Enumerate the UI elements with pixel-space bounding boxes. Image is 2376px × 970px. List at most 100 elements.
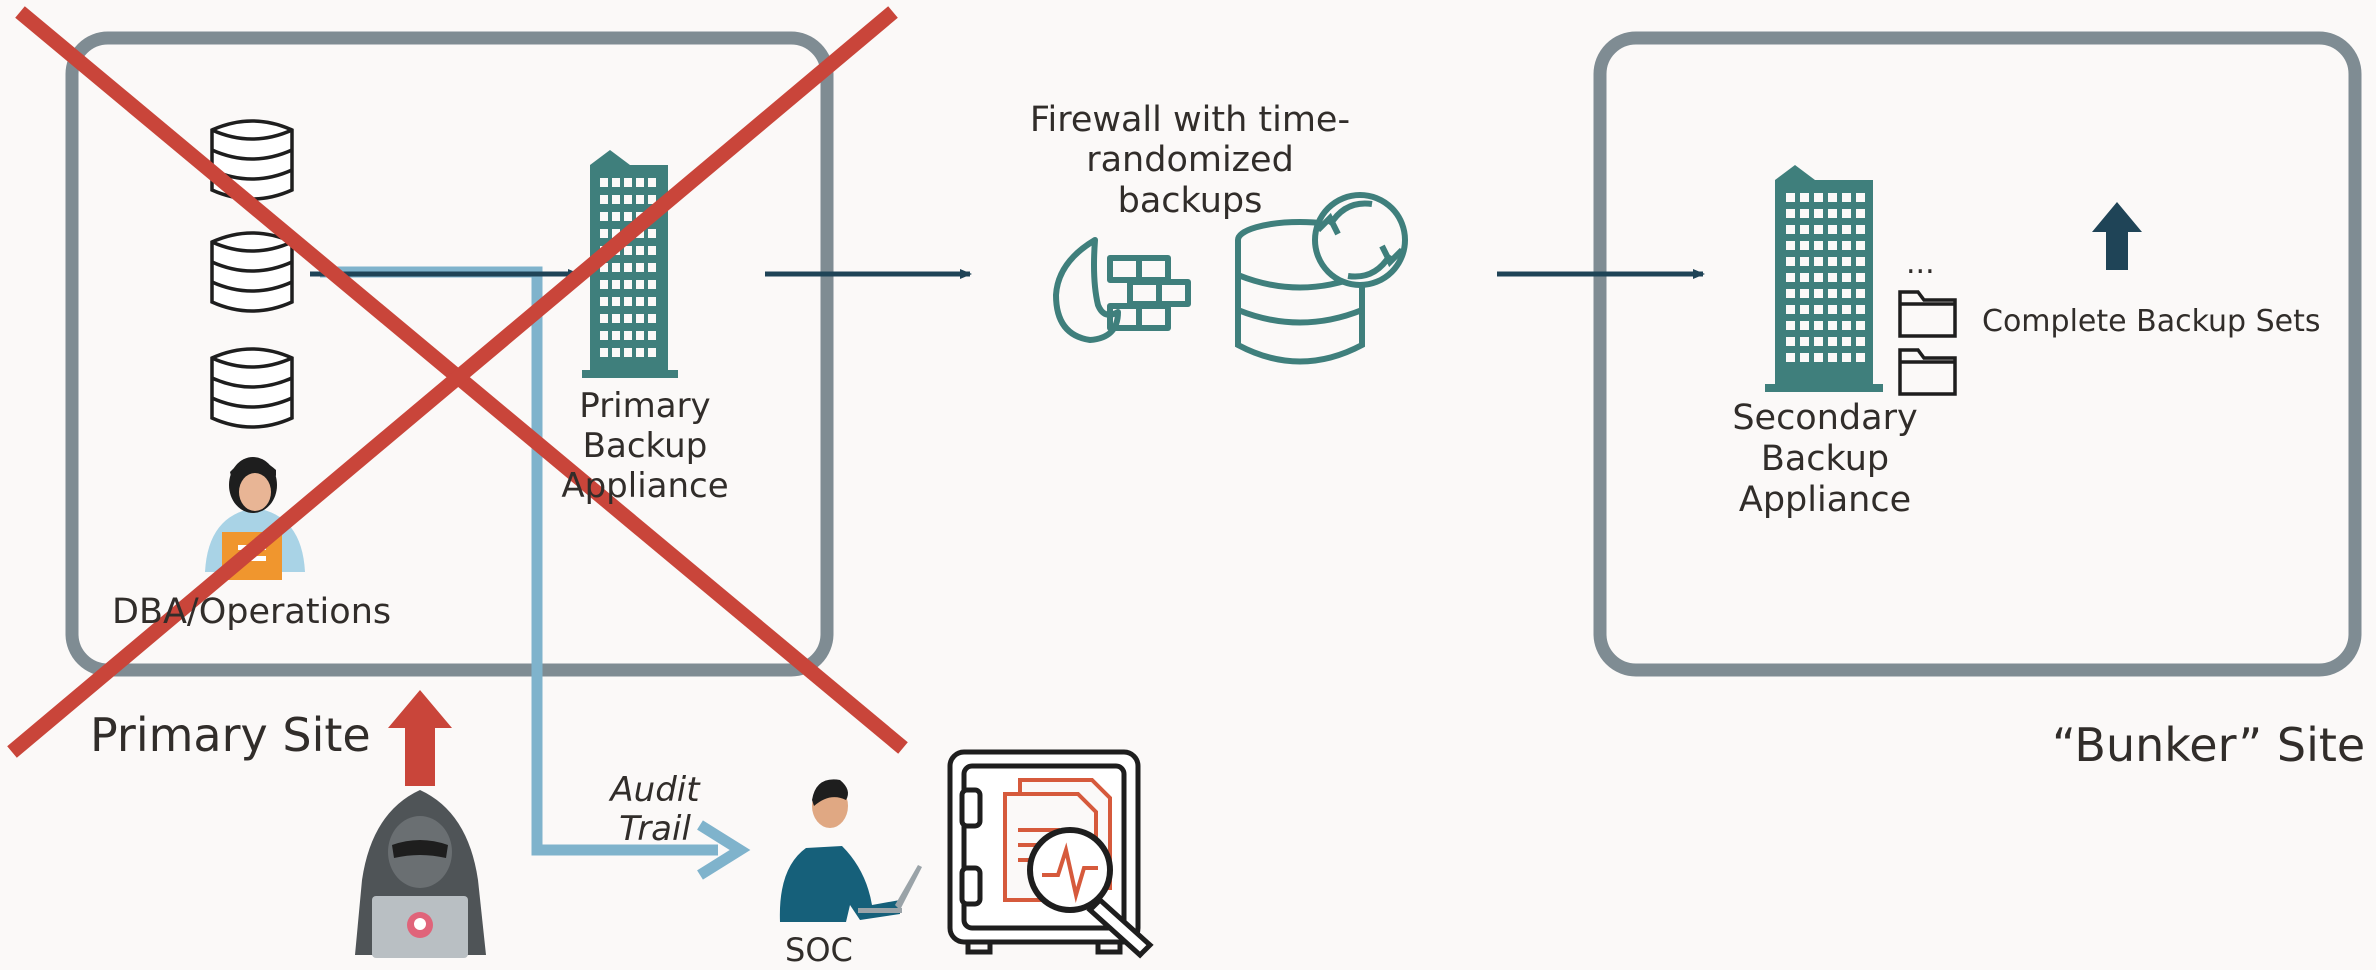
building-window: [1828, 353, 1837, 362]
building-window: [1800, 193, 1809, 202]
building-window: [1856, 225, 1865, 234]
building-window: [1842, 289, 1851, 298]
building-window: [1856, 257, 1865, 266]
building-window: [624, 314, 632, 323]
building-window: [612, 331, 620, 340]
building-window: [1828, 337, 1837, 346]
building-window: [1786, 353, 1795, 362]
firewall-label-line: Firewall with time-: [1029, 100, 1351, 140]
building-window: [636, 348, 644, 357]
primary-appliance-line: Appliance: [561, 466, 729, 507]
primary-appliance-label: Primary Backup Appliance: [540, 386, 750, 506]
building-window: [1786, 209, 1795, 218]
building-window: [1856, 193, 1865, 202]
building-window: [1800, 225, 1809, 234]
primary-appliance-line: Backup: [582, 426, 708, 467]
building-window: [1856, 273, 1865, 282]
building-window: [600, 263, 608, 272]
building-window: [612, 212, 620, 221]
building-window: [624, 331, 632, 340]
building-window: [1828, 193, 1837, 202]
building-window: [612, 297, 620, 306]
building-window: [1800, 241, 1809, 250]
soc-label: SOC: [785, 931, 853, 969]
building-window: [648, 280, 656, 289]
building-window: [1814, 353, 1823, 362]
up-arrow-icon: [388, 690, 452, 786]
building-window: [1814, 209, 1823, 218]
building-window: [624, 348, 632, 357]
building-window: [1800, 353, 1809, 362]
building-window: [1800, 305, 1809, 314]
building-window: [648, 331, 656, 340]
building-window: [1800, 257, 1809, 266]
building-window: [1814, 321, 1823, 330]
building-window: [1786, 321, 1795, 330]
database-icon: [210, 347, 294, 429]
building-window: [1786, 257, 1795, 266]
building-window: [600, 195, 608, 204]
building-window: [1786, 193, 1795, 202]
building-window: [600, 331, 608, 340]
building-window: [636, 280, 644, 289]
building-window: [600, 280, 608, 289]
building-window: [624, 195, 632, 204]
building-window: [612, 314, 620, 323]
building-window: [600, 229, 608, 238]
building-window: [636, 178, 644, 187]
audit-trail-line: Trail: [619, 809, 691, 850]
building-window: [1800, 273, 1809, 282]
soc-analyst-icon: [779, 779, 922, 922]
building-window: [624, 178, 632, 187]
building-window: [636, 246, 644, 255]
building-window: [624, 263, 632, 272]
building-window: [612, 229, 620, 238]
building-window: [1786, 337, 1795, 346]
bunker-site-frame: [1593, 31, 2362, 677]
building-window: [1842, 241, 1851, 250]
building-window: [612, 263, 620, 272]
building-window: [600, 212, 608, 221]
primary-site-label: Primary Site: [90, 708, 371, 762]
building-window: [1856, 241, 1865, 250]
building-window: [1800, 289, 1809, 298]
building-window: [1800, 321, 1809, 330]
building-window: [648, 263, 656, 272]
building-window: [636, 297, 644, 306]
building-window: [612, 280, 620, 289]
building-window: [1856, 353, 1865, 362]
building-window: [1814, 305, 1823, 314]
building-window: [1814, 337, 1823, 346]
firewall-label-line: randomized: [1086, 140, 1294, 181]
building-window: [1814, 289, 1823, 298]
building-window: [1842, 305, 1851, 314]
building-window: [1828, 241, 1837, 250]
secondary-appliance-label: Secondary Backup Appliance: [1710, 398, 1940, 521]
building-window: [600, 314, 608, 323]
building-window: [1842, 353, 1851, 362]
firewall-label-line: backups: [1117, 180, 1263, 221]
up-arrow-icon: [2092, 202, 2142, 270]
building-window: [1856, 305, 1865, 314]
building-windows: [1786, 193, 1865, 362]
folder-icon: [1898, 290, 1957, 338]
cross-out-icon: [7, 6, 908, 758]
building-window: [1842, 337, 1851, 346]
database-icon: [210, 231, 294, 313]
building-window: [1814, 193, 1823, 202]
building-window: [1800, 209, 1809, 218]
magnifier-icon: [1027, 827, 1154, 959]
firewall-label: Firewall with time- randomized backups: [1010, 100, 1370, 221]
building-window: [648, 348, 656, 357]
building-window: [1842, 257, 1851, 266]
hacker-icon: [355, 790, 486, 958]
primary-site-frame: [65, 31, 834, 677]
secondary-appliance-line: Appliance: [1738, 479, 1912, 520]
building-window: [1828, 257, 1837, 266]
building-window: [1842, 193, 1851, 202]
building-window: [1828, 273, 1837, 282]
audit-trail-arrowhead: [697, 820, 751, 880]
building-window: [1842, 209, 1851, 218]
building-window: [1786, 305, 1795, 314]
